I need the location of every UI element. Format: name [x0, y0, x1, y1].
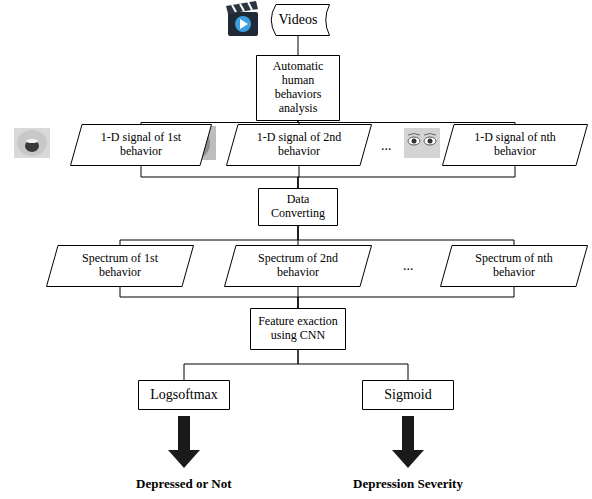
face-eyes-icon [404, 128, 440, 158]
connector-line [141, 121, 298, 124]
node-text: 1-D signal of nth behavior [460, 131, 570, 159]
process-box: Logsoftmax [138, 380, 230, 410]
connector-line [120, 287, 298, 308]
process-box: Feature exaction using CNN [250, 308, 346, 350]
output-label: Depression Severity [353, 476, 463, 492]
process-box: Data Converting [258, 188, 338, 226]
video-icon [226, 1, 258, 36]
connector-line [298, 121, 515, 124]
ellipsis-label: ... [403, 258, 414, 274]
connector-line [141, 166, 298, 188]
data-parallelogram: Spectrum of nth behavior [440, 245, 588, 287]
node-text: Data Converting [263, 193, 333, 221]
node-text: Automatic human behaviors analysis [261, 60, 335, 115]
node-text: Spectrum of 1st behavior [64, 252, 176, 280]
face-mouth-icon [14, 128, 50, 158]
output-arrow [168, 416, 200, 468]
connector-line [298, 36, 299, 55]
node-text: 1-D signal of 2nd behavior [244, 131, 354, 159]
data-parallelogram: 1-D signal of 1st behavior [70, 124, 212, 166]
connector-line [298, 226, 514, 245]
node-text: 1-D signal of 1st behavior [88, 131, 194, 159]
connector-line [298, 350, 408, 380]
data-parallelogram: Spectrum of 1st behavior [46, 245, 194, 287]
connector-line [298, 287, 514, 308]
node-text: Feature exaction using CNN [255, 315, 341, 343]
data-parallelogram: 1-D signal of 2nd behavior [226, 124, 372, 166]
process-box: Automatic human behaviors analysis [256, 55, 340, 121]
data-store-shape: Videos [266, 4, 330, 36]
node-text: Sigmoid [384, 387, 431, 403]
ellipsis-label: ... [381, 138, 392, 154]
connector-line [184, 350, 298, 380]
output-arrow [392, 416, 424, 468]
connector-line [298, 166, 515, 188]
data-parallelogram: Spectrum of 2nd behavior [224, 245, 372, 287]
node-text: Logsoftmax [150, 387, 218, 403]
data-parallelogram: 1-D signal of nth behavior [442, 124, 588, 166]
process-box: Sigmoid [362, 380, 454, 410]
node-text: Videos [279, 12, 318, 28]
connector-line [120, 226, 298, 245]
output-label: Depressed or Not [136, 476, 232, 492]
node-text: Spectrum of 2nd behavior [242, 252, 354, 280]
node-text: Spectrum of nth behavior [458, 252, 570, 280]
